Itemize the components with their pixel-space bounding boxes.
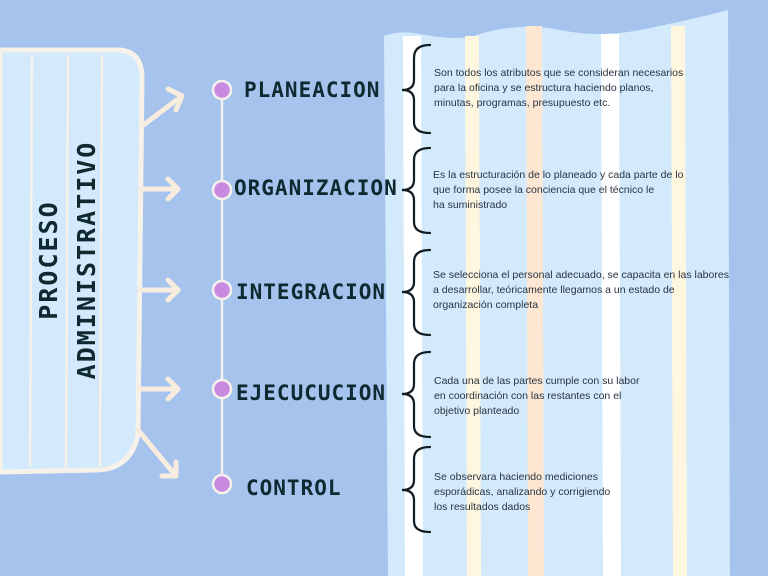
stage-description-organizacion: Es la estructuración de lo planeado y ca… xyxy=(433,169,684,211)
arrow-icon xyxy=(137,376,181,402)
stage-description-planeacion: Son todos los atributos que se considera… xyxy=(434,67,684,109)
timeline-node xyxy=(211,179,233,201)
title-panel xyxy=(0,47,145,475)
timeline-node xyxy=(211,279,233,301)
stage-label-planeacion: PLANEACION xyxy=(244,78,381,102)
title-line-1: PROCESO xyxy=(34,200,63,320)
stage-description-ejecucucion: Cada una de las partes cumple con su lab… xyxy=(434,375,640,417)
timeline-nodes xyxy=(211,79,233,495)
stage-label-integracion: INTEGRACION xyxy=(236,280,387,304)
title-line-2: ADMINISTRATIVO xyxy=(72,140,101,380)
arrow-icon xyxy=(137,277,181,303)
arrow-icon xyxy=(139,176,181,202)
arrow-icon xyxy=(139,86,185,129)
timeline-node xyxy=(211,79,233,101)
stage-description-control: Se observara haciendo mediciones esporád… xyxy=(434,471,611,513)
stage-label-organizacion: ORGANIZACION xyxy=(234,176,398,200)
description-panel xyxy=(384,10,730,576)
arrow-icon xyxy=(135,427,179,479)
stage-description-integracion: Se selecciona el personal adecuado, se c… xyxy=(433,269,729,311)
stage-label-control: CONTROL xyxy=(246,476,342,500)
timeline-node xyxy=(211,473,233,495)
timeline-node xyxy=(211,378,233,400)
brace-icon xyxy=(401,445,432,534)
brace-icon xyxy=(401,248,432,337)
brace-icon xyxy=(401,146,432,235)
main-title: PROCESO ADMINISTRATIVO xyxy=(30,110,110,410)
brace-icon xyxy=(401,350,432,439)
braces xyxy=(401,43,432,534)
brace-icon xyxy=(401,43,432,135)
arrows xyxy=(135,86,185,479)
stage-label-ejecucucion: EJECUCUCION xyxy=(236,381,387,405)
